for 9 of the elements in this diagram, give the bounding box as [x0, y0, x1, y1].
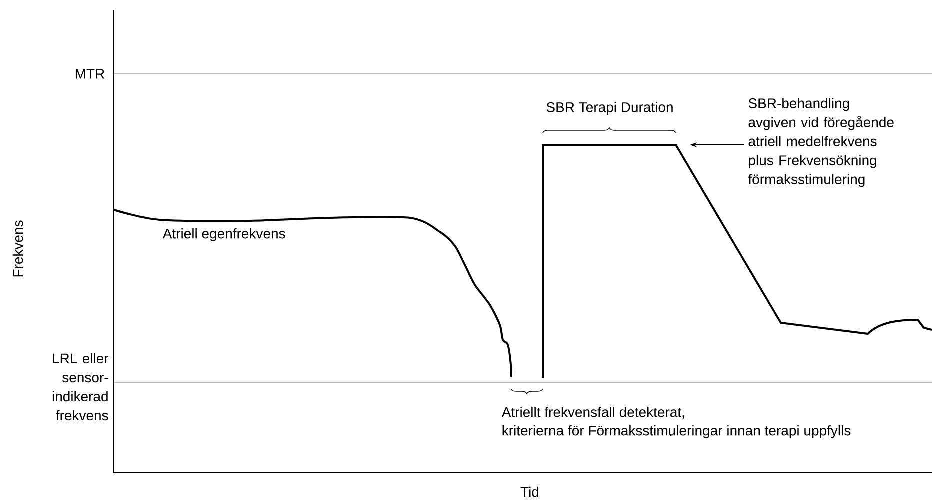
curve-label: Atriell egenfrekvens [162, 228, 286, 242]
brace-label: Atriellt frekvensfall detekterat, [502, 407, 684, 419]
axis-title: Frekvens [12, 220, 24, 277]
axis-title: Tid [520, 486, 539, 498]
brace-label: kriterierna för Förmaksstimuleringar innan terapi uppfylls [502, 425, 851, 439]
axis-label: MTR [76, 69, 104, 79]
brace-label: SBR Terapi Duration [546, 102, 673, 116]
axis-label: LRL eller sensor-indikerad frekvens [52, 353, 109, 421]
annotation-text: SBR-behandling avgiven vid föregående atriell medelfrekvens plus Frekvensökning förmaksstimulering [748, 98, 894, 188]
